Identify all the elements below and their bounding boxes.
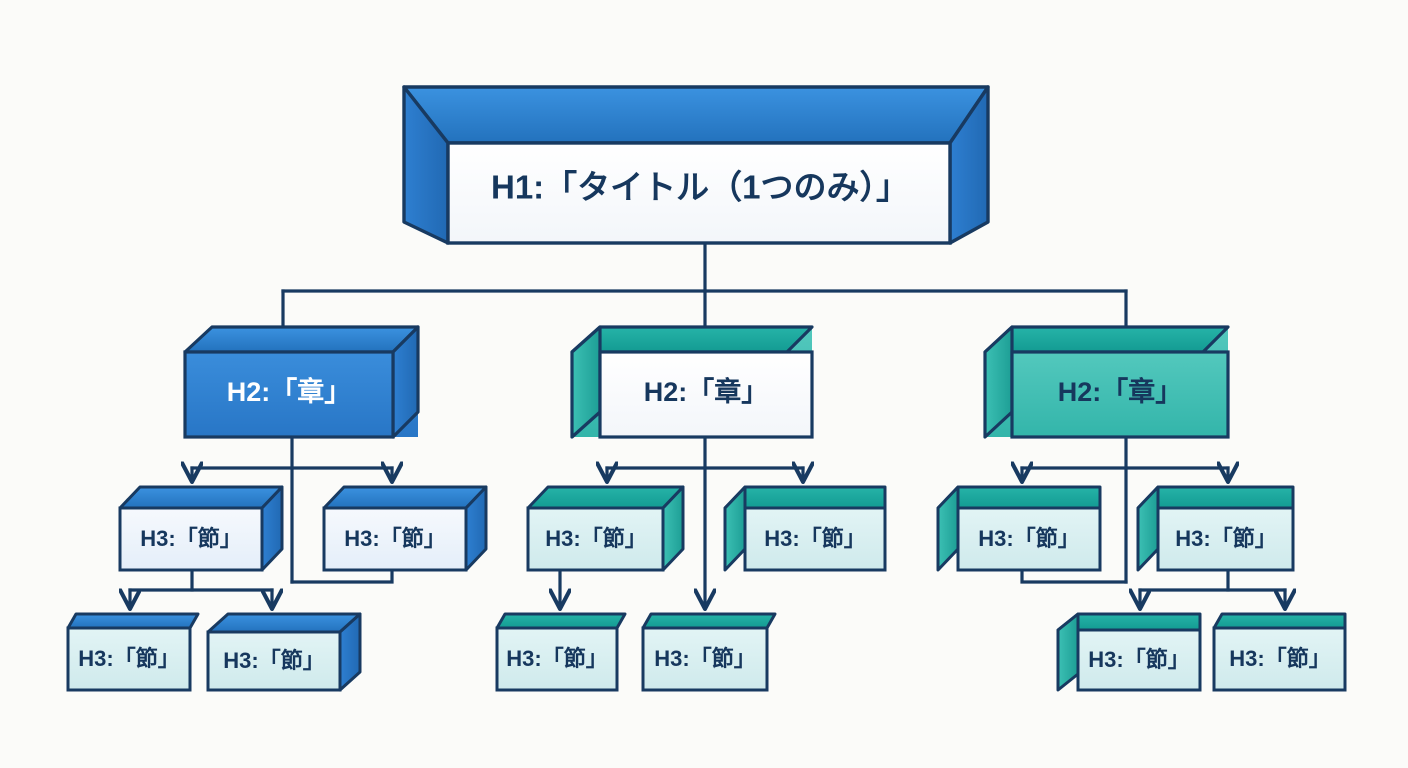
h3-9-label: H3:「節」 [978,526,1079,551]
h3-7-front-face [495,626,619,692]
h3-1-label: H3:「節」 [140,526,241,551]
h3-2-front-face [322,506,468,572]
node-h3-6[interactable]: H3:「節」 [723,485,887,572]
h3-8-top-face [641,612,777,630]
node-h3-12[interactable]: H3:「節」 [1212,612,1347,692]
h3-8-front-face [641,626,769,692]
h3-5-label: H3:「節」 [545,526,646,551]
h2-2-front-face [598,350,814,439]
h2-2-label: H2:「章」 [644,376,769,407]
h3-10-label: H3:「節」 [1175,526,1276,551]
h3-3-label: H3:「節」 [78,646,179,671]
h3-8-label: H3:「節」 [654,646,755,671]
h3-7-top-face [495,612,627,630]
connector-layer [130,241,1285,608]
h3-6-left-face [723,485,747,572]
h3-1-front-face [118,506,264,572]
h3-6-front-face [743,506,887,572]
h2-1-front-face [183,350,395,439]
node-h3-9[interactable]: H3:「節」 [936,485,1102,572]
h2-1-top-face [183,325,420,354]
h2-3-top-face [983,325,1230,354]
node-h3-5[interactable]: H3:「節」 [526,485,685,572]
edge-h3-9-return [1020,568,1128,584]
h3-4-top-face [206,612,362,634]
h2-3-label: H2:「章」 [1058,376,1183,407]
node-h3-3[interactable]: H3:「節」 [66,612,200,692]
node-h1[interactable]: H1:「タイトル（1つのみ）」 [402,85,990,245]
h3-9-top-face [936,485,1102,510]
h3-6-top-face [723,485,887,510]
node-h3-4[interactable]: H3:「節」 [206,612,362,692]
edge-h3-2-return [290,568,394,584]
h2-3-front-face [1010,350,1230,439]
node-h3-2[interactable]: H3:「節」 [322,485,488,572]
h3-3-front-face [66,626,192,692]
node-h3-7[interactable]: H3:「節」 [495,612,627,692]
h3-12-label: H3:「節」 [1229,646,1330,671]
h1-top-face [402,85,990,145]
h3-1-top-face [118,485,284,510]
h3-10-front-face [1156,506,1295,572]
node-h3-8[interactable]: H3:「節」 [641,612,777,692]
h2-1-label: H2:「章」 [227,376,352,407]
h3-2-top-face [322,485,488,510]
h3-4-front-face [206,630,342,692]
h3-4-label: H3:「節」 [223,648,324,673]
h3-3-top-face [66,612,200,630]
h1-label: H1:「タイトル（1つのみ）」 [491,169,909,206]
node-h3-10[interactable]: H3:「節」 [1136,485,1295,572]
node-h3-11[interactable]: H3:「節」 [1056,612,1202,692]
node-h2-2[interactable]: H2:「章」 [570,325,814,439]
h3-11-label: H3:「節」 [1088,647,1189,672]
h3-9-front-face [956,506,1102,572]
h3-10-top-face [1136,485,1295,510]
h3-11-front-face [1076,628,1202,692]
h2-2-top-face [570,325,814,354]
h3-10-left-face [1136,485,1160,572]
h3-5-top-face [526,485,685,510]
h3-12-front-face [1212,626,1347,692]
h3-7-label: H3:「節」 [506,646,607,671]
node-h2-3[interactable]: H2:「章」 [983,325,1230,439]
node-h2-1[interactable]: H2:「章」 [183,325,420,439]
h3-12-top-face [1212,612,1347,630]
h3-9-left-face [936,485,960,572]
h3-5-front-face [526,506,665,572]
h3-6-label: H3:「節」 [764,526,865,551]
node-h3-1[interactable]: H3:「節」 [118,485,284,572]
h1-front-face [446,141,952,245]
h3-11-left-face [1056,612,1080,692]
h3-2-label: H3:「節」 [344,526,445,551]
